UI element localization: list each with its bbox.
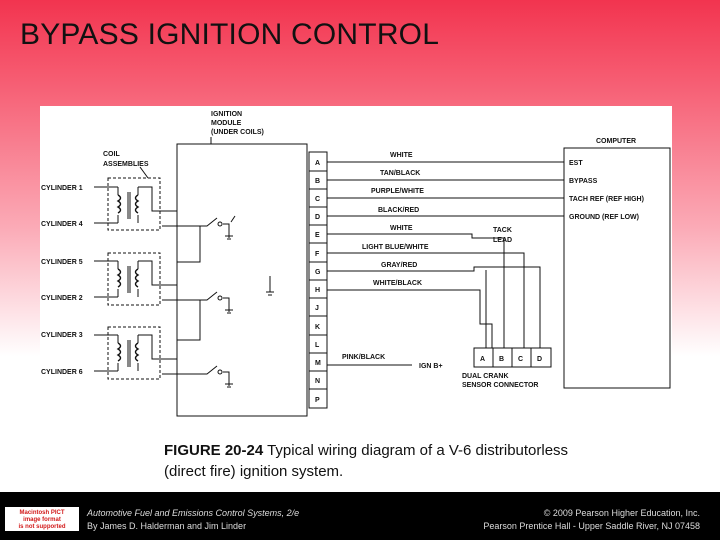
badge-line-1: Macintosh PICT xyxy=(19,510,65,516)
wire-f-label: LIGHT BLUE/WHITE xyxy=(362,244,429,251)
cylinder-label-4: CYLINDER 4 xyxy=(41,221,83,228)
book-authors: By James D. Halderman and Jim Linder xyxy=(87,521,247,531)
coil-label-line-2: ASSEMBLIES xyxy=(103,161,149,168)
publisher-text: Pearson Prentice Hall - Upper Saddle Riv… xyxy=(483,521,700,531)
computer-box xyxy=(563,147,671,389)
sensor-pin-d: D xyxy=(537,356,542,363)
sensor-pin-a: A xyxy=(480,356,485,363)
coil-assembly-1 xyxy=(94,177,177,231)
module-label-line-1: IGNITION xyxy=(211,111,242,118)
pin-k: K xyxy=(315,324,320,331)
pin-e: E xyxy=(315,232,320,239)
terminal-est: EST xyxy=(569,160,583,167)
badge-line-3: is not supported xyxy=(18,524,66,530)
sensor-pin-c: C xyxy=(518,356,523,363)
pin-a: A xyxy=(315,160,320,167)
wire-e-label: WHITE xyxy=(390,225,413,232)
figure-number: FIGURE 20-24 xyxy=(164,442,264,459)
cylinder-label-5: CYLINDER 5 xyxy=(41,259,83,266)
sensor-label-line-2: SENSOR CONNECTOR xyxy=(462,382,539,389)
pin-n: N xyxy=(315,378,320,385)
cylinder-label-6: CYLINDER 6 xyxy=(41,369,83,376)
computer-label: COMPUTER xyxy=(596,138,636,145)
wire-g-label: GRAY/RED xyxy=(381,262,417,269)
footer-right: © 2009 Pearson Higher Education, Inc. Pe… xyxy=(483,507,700,533)
module-label-line-3: (UNDER COILS) xyxy=(211,129,264,136)
pin-p: P xyxy=(315,397,320,404)
pin-d: D xyxy=(315,214,320,221)
footer-left: Automotive Fuel and Emissions Control Sy… xyxy=(87,507,299,533)
ignition-module-box xyxy=(176,143,308,417)
slide-title: BYPASS IGNITION CONTROL xyxy=(20,18,440,51)
pin-g: G xyxy=(315,269,321,276)
pin-h: H xyxy=(315,287,320,294)
pin-column xyxy=(308,151,328,409)
cylinder-label-2: CYLINDER 2 xyxy=(41,295,83,302)
pin-l: L xyxy=(315,342,320,349)
pin-b: B xyxy=(315,178,320,185)
terminal-tach-ref: TACH REF (REF HIGH) xyxy=(569,196,644,203)
sensor-pin-b: B xyxy=(499,356,504,363)
wire-d-label: BLACK/RED xyxy=(378,207,419,214)
sensor-label-line-1: DUAL CRANK xyxy=(462,373,509,380)
badge-line-2: image format xyxy=(23,517,61,523)
cylinder-label-3: CYLINDER 3 xyxy=(41,332,83,339)
coil-label-line-1: COIL xyxy=(103,151,120,158)
copyright-text: © 2009 Pearson Higher Education, Inc. xyxy=(543,508,700,518)
ign-b-plus-label: IGN B+ xyxy=(419,363,443,370)
coil-assembly-3 xyxy=(94,326,177,380)
module-internal-circuits xyxy=(162,215,274,388)
coil-leader-line xyxy=(139,166,149,179)
wire-a-label: WHITE xyxy=(390,152,413,159)
tack-lead-line-2: LEAD xyxy=(493,237,512,244)
pin-f: F xyxy=(315,251,320,258)
cylinder-label-1: CYLINDER 1 xyxy=(41,185,83,192)
terminal-bypass: BYPASS xyxy=(569,178,598,185)
wire-h-label: WHITE/BLACK xyxy=(373,280,422,287)
unsupported-image-badge: Macintosh PICT image format is not suppo… xyxy=(5,507,79,531)
coil-assembly-2 xyxy=(94,252,177,306)
book-title: Automotive Fuel and Emissions Control Sy… xyxy=(87,508,300,518)
figure-caption-text: Typical wiring diagram of a V-6 distribu… xyxy=(164,442,569,480)
footer-bar xyxy=(0,492,720,540)
pin-m: M xyxy=(315,360,321,367)
pin-c: C xyxy=(315,196,320,203)
tack-lead-line-1: TACK xyxy=(493,227,512,234)
figure-caption: FIGURE 20-24 Typical wiring diagram of a… xyxy=(164,440,584,482)
sensor-connector xyxy=(473,347,552,368)
wire-m-label: PINK/BLACK xyxy=(342,354,385,361)
terminal-ground: GROUND (REF LOW) xyxy=(569,214,639,221)
module-label-line-2: MODULE xyxy=(211,120,242,127)
wire-c-label: PURPLE/WHITE xyxy=(371,188,424,195)
wire-lines xyxy=(327,161,564,366)
pin-j: J xyxy=(315,305,319,312)
wire-b-label: TAN/BLACK xyxy=(380,170,420,177)
wiring-diagram: IGNITION MODULE (UNDER COILS) COIL ASSEM… xyxy=(40,106,672,424)
